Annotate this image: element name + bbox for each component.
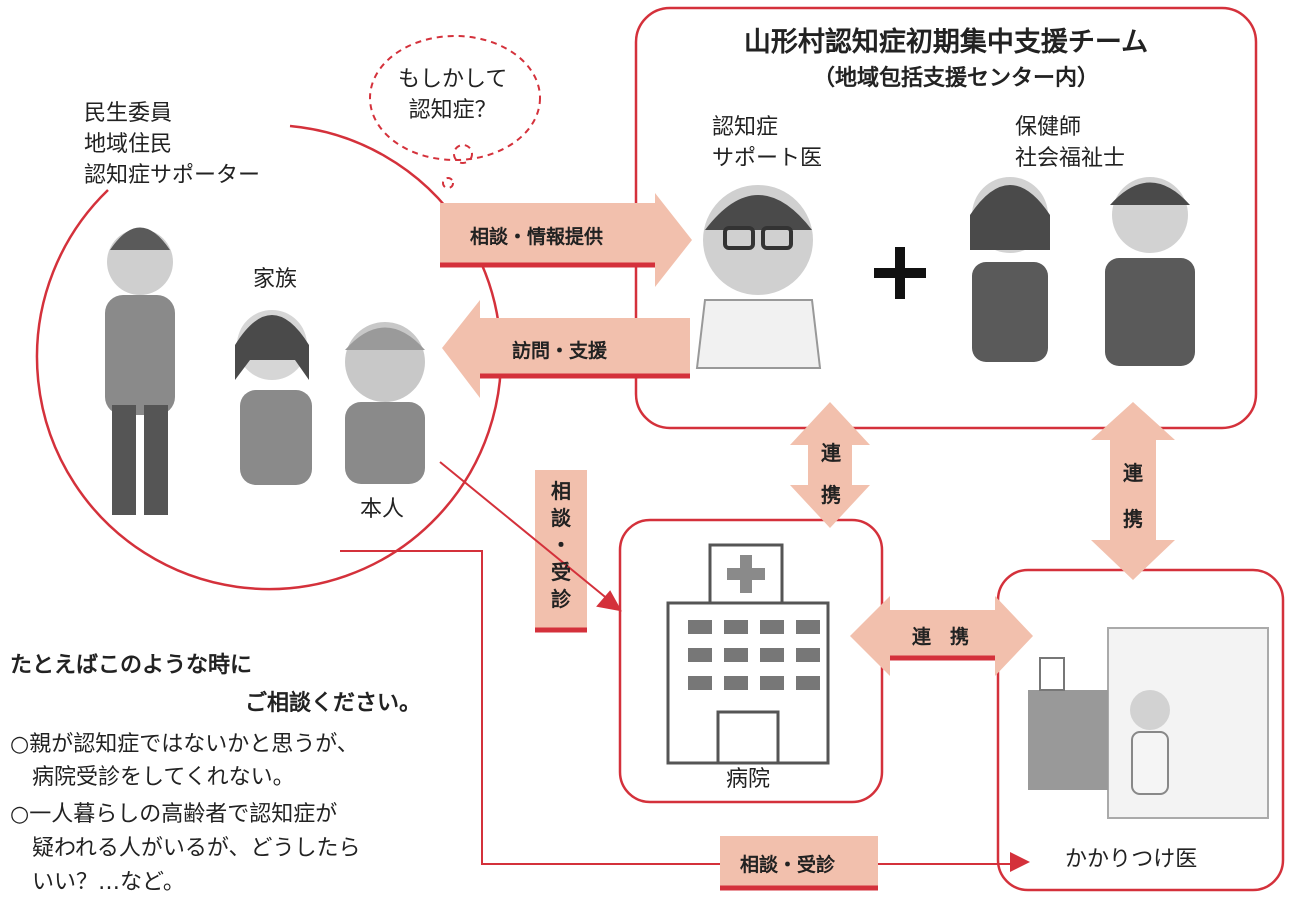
arrow-cooperate-2 [1091,402,1175,580]
male-staff-figure [1105,177,1195,366]
family-label: 家族 [253,267,298,292]
hospital-building-icon [666,543,830,765]
plus-icon [874,247,926,299]
family-woman-figure [235,310,312,485]
note-heading-2: ご相談ください。 [245,691,422,716]
consult-visit-h-label: 相談・受診 [740,854,836,876]
team-title: 山形村認知症初期集中支援チーム [743,27,1149,58]
arrow-cooperate-1 [790,402,870,528]
elderly-person-figure [345,322,425,484]
connector-to-clinic [340,550,1030,891]
consult-info-label: 相談・情報提供 [470,226,604,248]
cooperate-1-label: 連 携 [821,441,841,507]
note-heading-1: たとえばこのような時に [10,653,253,678]
visit-support-label: 訪問・支援 [512,340,608,362]
thought-text: もしかして 認知症？ [398,67,508,123]
connector-to-hospital [439,461,622,612]
cooperate-h-label: 連 携 [912,626,970,648]
elderly-man-figure [105,227,175,515]
female-staff-figure [970,177,1050,362]
team-subtitle: （地域包括支援センター内） [812,66,1099,91]
cooperate-2-label: 連 携 [1123,461,1143,531]
role-doctor: 認知症 サポート医 [712,115,823,171]
doctor-figure [695,185,822,369]
role-staff: 保健師 社会福祉士 [1015,115,1126,171]
consult-visit-vertical-label: 相 談 ・ 受 診 [551,479,571,611]
note-item-1: ○親が認知症ではないかと思うが、 病院受診をしてくれない。 [10,732,359,790]
person-label: 本人 [360,497,405,522]
arrow-cooperate-h [850,596,1033,676]
arrow-consult-info [440,193,692,287]
hospital-label: 病院 [726,767,771,792]
clinic-room-icon [1028,627,1269,819]
consult-visit-box [535,470,587,633]
community-group-label: 民生委員 地域住民 認知症サポーター [84,101,261,188]
clinic-label: かかりつけ医 [1065,847,1198,872]
arrow-visit-support [442,300,690,398]
thought-bubble [369,35,541,189]
note-item-2: ○一人暮らしの高齢者で認知症が 疑われる人がいるが、どうしたら いい？…など。 [10,802,361,895]
